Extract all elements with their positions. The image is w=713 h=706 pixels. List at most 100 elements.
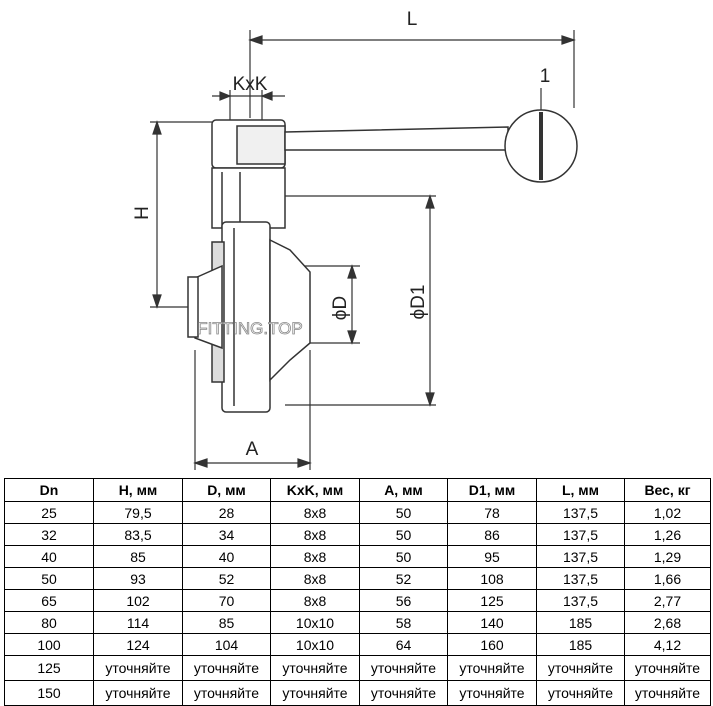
table-cell: 2,68: [624, 611, 711, 634]
table-cell: 8x8: [270, 567, 360, 590]
table-cell: 137,5: [536, 567, 625, 590]
table-cell: 58: [359, 611, 448, 634]
table-cell: 83,5: [93, 523, 183, 546]
table-cell: 137,5: [536, 545, 625, 568]
table-cell: уточняйте: [536, 680, 625, 706]
table-cell: 185: [536, 611, 625, 634]
table-cell: 1,29: [624, 545, 711, 568]
table-cell: 56: [359, 589, 448, 612]
valve-body: [187, 109, 578, 413]
table-cell: 78: [447, 501, 537, 524]
table-cell: уточняйте: [536, 655, 625, 681]
dim-A-arrow-right: [297, 458, 312, 468]
table-cell: 124: [93, 633, 183, 656]
table-cell: 50: [359, 523, 448, 546]
table-cell: 185: [536, 633, 625, 656]
table-cell: 86: [447, 523, 537, 546]
table-cell: 150: [4, 680, 94, 706]
header-d: D, мм: [182, 478, 271, 502]
table-cell: 125: [4, 655, 94, 681]
table-cell: 50: [4, 567, 94, 590]
dim-D-label: ϕD: [330, 296, 351, 320]
table-cell: 4,12: [624, 633, 711, 656]
table-cell: 93: [93, 567, 183, 590]
table-cell: 137,5: [536, 523, 625, 546]
dim-L-arrow-left: [248, 35, 263, 45]
dim-D1-arrow-top: [425, 194, 435, 209]
table-cell: 65: [4, 589, 94, 612]
table-cell: 8x8: [270, 545, 360, 568]
table-cell: 102: [93, 589, 183, 612]
table-cell: 2,77: [624, 589, 711, 612]
table-cell: 85: [93, 545, 183, 568]
header-l: L, мм: [536, 478, 625, 502]
valve-flange: [221, 221, 271, 413]
dim-D1-label: ϕD1: [408, 285, 429, 320]
header-kxk: KxK, мм: [270, 478, 360, 502]
table-cell: 85: [182, 611, 271, 634]
watermark: FITTING.TOP: [197, 319, 302, 338]
header-a: A, мм: [359, 478, 448, 502]
handle-number-label: 1: [540, 66, 551, 87]
table-cell: уточняйте: [93, 655, 183, 681]
table-cell: 50: [359, 501, 448, 524]
header-dn: Dn: [4, 478, 94, 502]
table-cell: уточняйте: [270, 680, 360, 706]
table-cell: уточняйте: [182, 655, 271, 681]
specs-table: Dn H, мм D, мм KxK, мм A, мм D1, мм L, м…: [4, 478, 711, 706]
table-cell: 1,26: [624, 523, 711, 546]
table-cell: 10x10: [270, 633, 360, 656]
table-cell: 40: [4, 545, 94, 568]
valve-neck: [211, 167, 286, 229]
dim-H-arrow-top: [152, 120, 162, 135]
table-cell: 137,5: [536, 501, 625, 524]
table-cell: 52: [182, 567, 271, 590]
dim-A-arrow-left: [193, 458, 208, 468]
table-cell: 104: [182, 633, 271, 656]
table-cell: уточняйте: [182, 680, 271, 706]
table-cell: 28: [182, 501, 271, 524]
handle-bar: [284, 126, 509, 151]
table-cell: 64: [359, 633, 448, 656]
table-cell: 70: [182, 589, 271, 612]
table-cell: 1,66: [624, 567, 711, 590]
table-cell: уточняйте: [624, 655, 711, 681]
table-cell: 80: [4, 611, 94, 634]
table-cell: 34: [182, 523, 271, 546]
table-cell: 125: [447, 589, 537, 612]
table-cell: 114: [93, 611, 183, 634]
table-cell: уточняйте: [270, 655, 360, 681]
dim-D-arrow-top: [347, 264, 357, 279]
dim-D-arrow-bottom: [347, 330, 357, 345]
table-cell: 8x8: [270, 501, 360, 524]
table-cell: 8x8: [270, 589, 360, 612]
header-weight: Вес, кг: [624, 478, 711, 502]
table-cell: 1,02: [624, 501, 711, 524]
header-h: H, мм: [93, 478, 183, 502]
table-cell: уточняйте: [93, 680, 183, 706]
table-cell: 52: [359, 567, 448, 590]
dim-A-label: A: [246, 439, 259, 460]
table-header-row: Dn H, мм D, мм KxK, мм A, мм D1, мм L, м…: [4, 478, 711, 502]
table-cell: 137,5: [536, 589, 625, 612]
table-cell: 8x8: [270, 523, 360, 546]
table-cell: уточняйте: [359, 680, 448, 706]
dim-L-arrow-right: [561, 35, 576, 45]
table-cell: 50: [359, 545, 448, 568]
table-cell: 25: [4, 501, 94, 524]
table-cell: уточняйте: [447, 680, 537, 706]
table-cell: 140: [447, 611, 537, 634]
dim-D1-arrow-bottom: [425, 392, 435, 407]
table-cell: уточняйте: [359, 655, 448, 681]
table-cell: 95: [447, 545, 537, 568]
dim-KxK-arrow-right: [260, 91, 273, 101]
valve-drawing: L 1 KxK H ϕD ϕD1 A FITTING.TOP: [132, 9, 578, 470]
